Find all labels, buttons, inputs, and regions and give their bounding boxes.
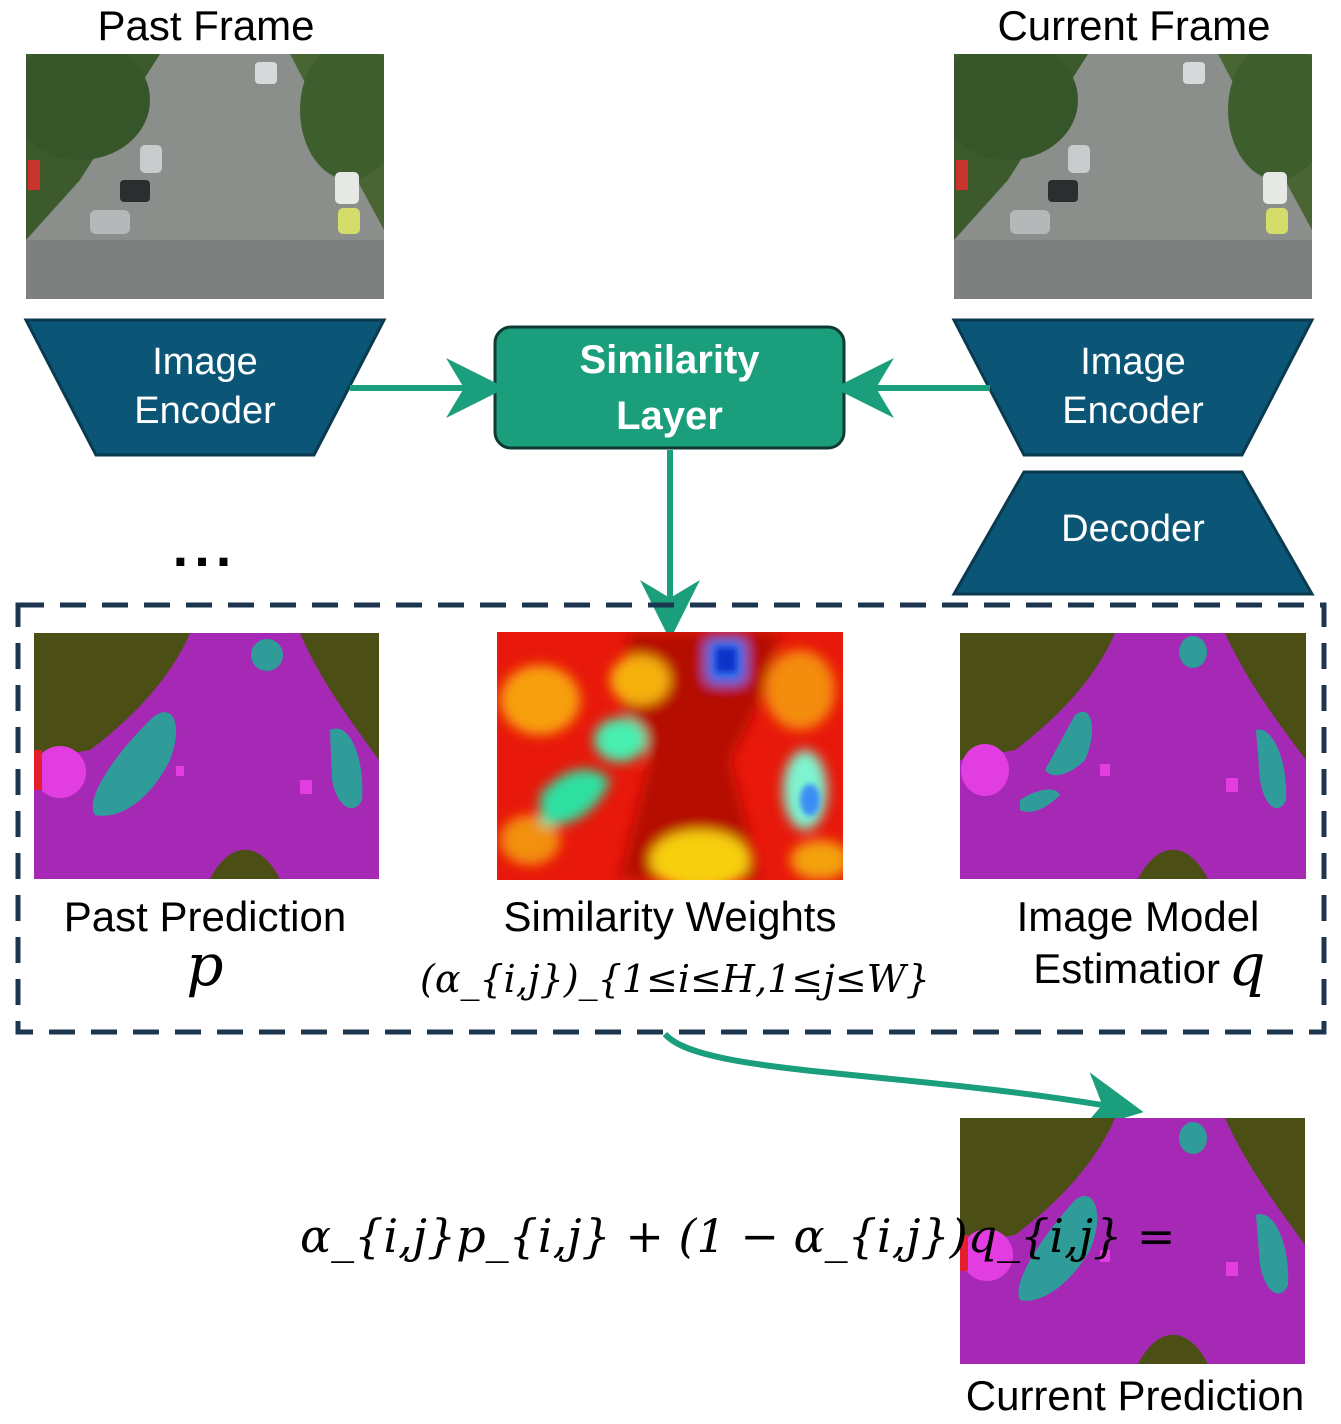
past-frame-photo [26, 54, 384, 299]
similarity-layer-label-line1: Similarity [579, 338, 760, 382]
past-frame-title: Past Frame [97, 2, 315, 49]
decoder-label: Decoder [1061, 508, 1205, 550]
decoder [951, 470, 1315, 596]
similarity-layer-label: Similarity Layer [495, 332, 844, 444]
image-model-map [960, 633, 1306, 879]
past-image-encoder [23, 318, 387, 457]
image-model-title-line1: Image Model [1016, 893, 1260, 940]
current-encoder-label: Image Encoder [954, 338, 1312, 437]
current-encoder-label-line2: Encoder [1062, 390, 1204, 433]
blend-formula: α_{i,j}p_{i,j} + (1 − α_{i,j})q_{i,j} = [300, 1209, 1176, 1263]
current-encoder-label-line1: Image [1080, 341, 1186, 383]
similarity-layer-label-line2: Layer [616, 394, 723, 438]
similarity-heatmap [497, 632, 843, 880]
arrow-weights-to-current-prediction [662, 1031, 1144, 1132]
image-model-symbol: q [1228, 931, 1266, 999]
past-prediction-symbol: p [186, 931, 224, 999]
past-prediction-map [34, 633, 379, 879]
current-prediction-map [960, 1118, 1305, 1364]
past-encoder-label-line2: Encoder [134, 390, 276, 433]
ellipsis: ... [172, 515, 238, 578]
image-model-title-line2: Estimatior [1033, 945, 1220, 992]
dashed-group-box [15, 602, 1327, 1035]
current-frame-photo [954, 54, 1312, 299]
similarity-weights-formula: (α_{i,j})_{1≤i≤H,1≤j≤W} [420, 957, 930, 1001]
past-encoder-label-line1: Image [152, 341, 258, 383]
past-encoder-label: Image Encoder [26, 338, 384, 437]
current-image-encoder [951, 318, 1315, 457]
current-frame-title: Current Frame [997, 2, 1271, 49]
similarity-weights-title: Similarity Weights [503, 893, 837, 940]
current-prediction-title: Current Prediction [965, 1372, 1305, 1419]
past-prediction-title: Past Prediction [63, 893, 347, 940]
